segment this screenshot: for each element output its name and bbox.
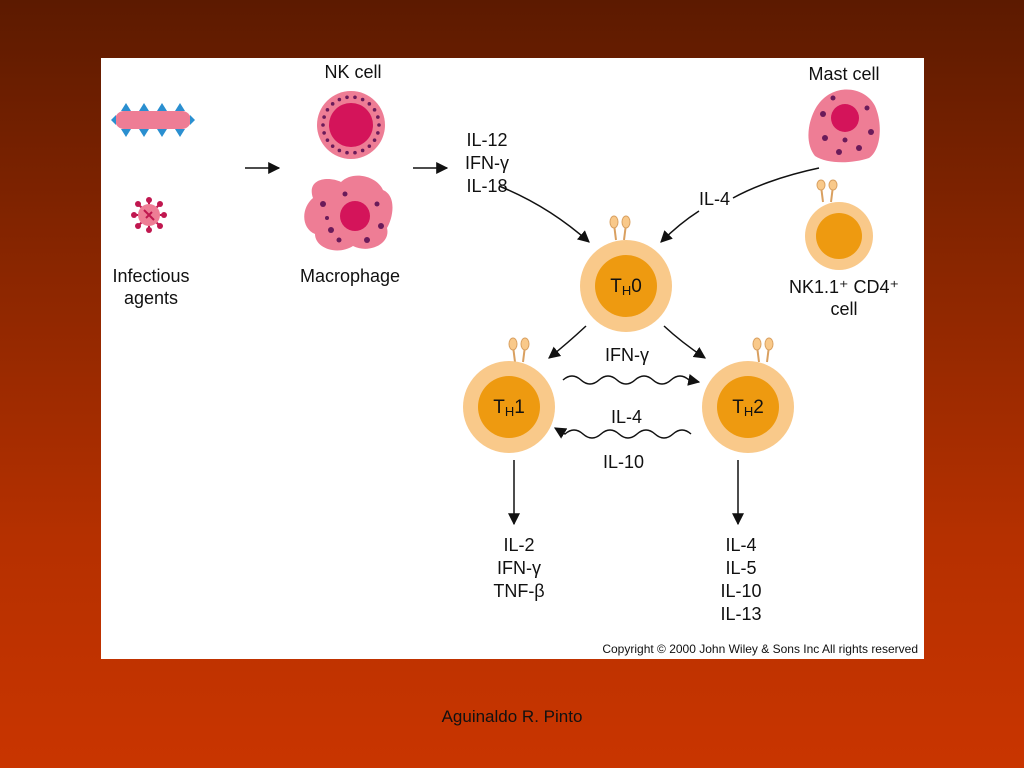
- ifn-gamma-th1-to-th2-label: IFN-γ: [605, 345, 649, 365]
- arrow-th0-to-th1: [548, 325, 587, 359]
- nk-cd4-cell-label: NK1.1⁺ CD4⁺ cell: [788, 277, 900, 319]
- th0-cell-icon: [580, 215, 672, 332]
- th1-products-label: IL-2 IFN-γ TNF-β: [493, 535, 545, 601]
- author-footer: Aguinaldo R. Pinto: [441, 707, 583, 726]
- th2-cell-icon: [702, 337, 794, 453]
- th1-label: TH1: [493, 397, 525, 419]
- il4-mast-label: IL-4: [699, 189, 731, 209]
- th2-label: TH2: [732, 397, 764, 419]
- il4-th2-to-th1-label: IL-4: [611, 407, 643, 427]
- arrow-mast-il4-segment: [732, 167, 820, 199]
- nk-cell-icon: [317, 91, 385, 159]
- arrow-th0-to-th2: [663, 325, 706, 359]
- macrophage-icon: [304, 175, 393, 251]
- mast-cell-icon: [808, 89, 880, 163]
- copyright-notice: Copyright © 2000 John Wiley & Sons Inc A…: [602, 642, 918, 656]
- macrophage-label: Macrophage: [299, 266, 401, 286]
- infectious-agents-label: Infectious agents: [112, 266, 190, 308]
- mast-cell-label: Mast cell: [808, 64, 880, 84]
- th1-cell-icon: [463, 337, 555, 453]
- il10-th2-to-th1-label: IL-10: [603, 452, 645, 472]
- th0-label: TH0: [610, 276, 642, 298]
- arrow-cytokines-to-th0: [498, 185, 590, 243]
- wavy-arrow-th2-to-th1: [553, 427, 692, 439]
- bacterium-icon: [111, 103, 195, 137]
- cytokines-input-label: IL-12 IFN-γ IL-18: [465, 130, 509, 196]
- diagram-figure: NK cell Macrophage Mast cell Infectious …: [101, 58, 924, 659]
- arrow-il4-to-th0: [660, 210, 700, 243]
- wavy-arrow-th1-to-th2: [562, 373, 701, 386]
- nk-cell-label: NK cell: [324, 62, 382, 82]
- th2-products-label: IL-4 IL-5 IL-10 IL-13: [720, 535, 762, 624]
- diagram-svg: [111, 89, 880, 526]
- virus-icon: [131, 197, 167, 233]
- nk-cd4-cell-icon: [805, 179, 873, 270]
